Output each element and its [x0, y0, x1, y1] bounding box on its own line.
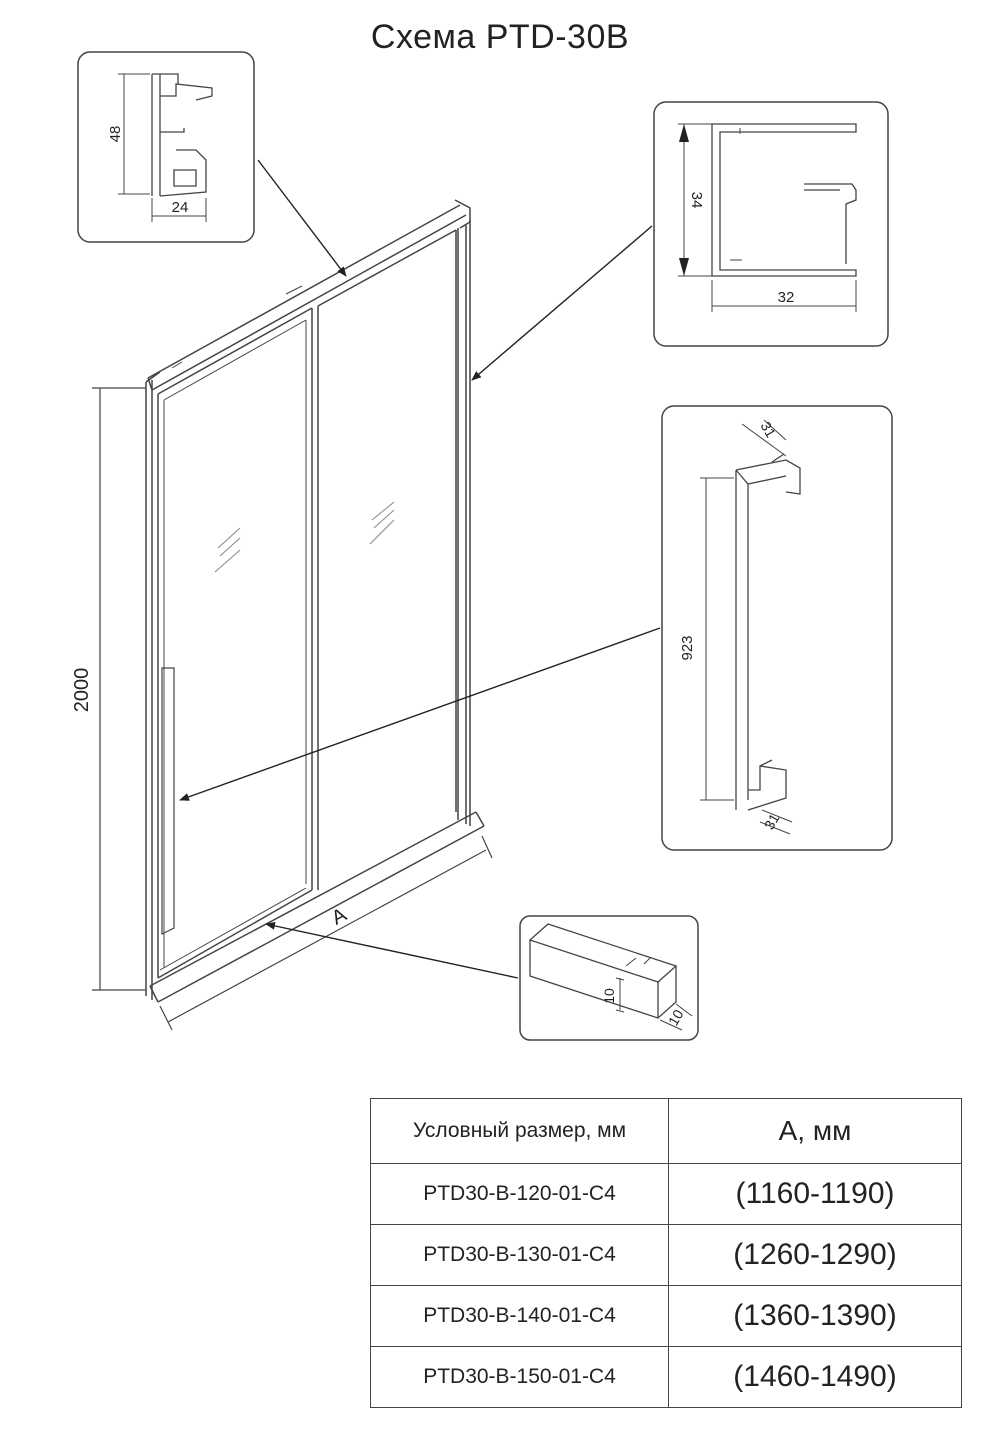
detail-box-wall-profile: [653, 101, 889, 347]
a-range-cell: (1160-1190): [668, 1163, 962, 1225]
a-range-cell: (1260-1290): [668, 1224, 962, 1286]
detail-bottom-depth: 10: [665, 1007, 687, 1029]
detail-box-bottom-seal: [519, 915, 699, 1041]
model-cell: PTD30-B-140-01-C4: [370, 1285, 669, 1347]
model-cell: PTD30-B-130-01-C4: [370, 1224, 669, 1286]
scheme-drawing: 2000 A 48 24 34 3: [71, 51, 893, 1041]
width-dimension-label: A: [328, 904, 351, 930]
width-dimension: [159, 835, 493, 1031]
table-row: PTD30-B-120-01-C4 (1160-1190): [370, 1163, 962, 1225]
callout-arrow-bottom-seal: [265, 921, 519, 979]
detail-box-top-rail: [77, 51, 255, 243]
height-dimension-label: 2000: [71, 668, 93, 713]
detail-box-handle: [661, 405, 893, 851]
callout-arrow-handle: [179, 627, 661, 801]
model-cell: PTD30-B-150-01-C4: [370, 1346, 669, 1408]
detail-top-right-width: 32: [778, 289, 795, 306]
table-row: PTD30-B-150-01-C4 (1460-1490): [370, 1346, 962, 1408]
detail-handle-bottom-size: 31: [761, 811, 783, 833]
table-header-row: Условный размер, мм А, мм: [370, 1098, 962, 1164]
detail-top-left-height: 48: [107, 126, 124, 143]
callout-arrow-wall-profile: [471, 225, 653, 381]
callout-arrow-top-rail: [257, 159, 347, 277]
a-range-cell: (1360-1390): [668, 1285, 962, 1347]
header-nominal-size: Условный размер, мм: [370, 1098, 669, 1164]
detail-top-left-width: 24: [172, 199, 189, 216]
table-row: PTD30-B-140-01-C4 (1360-1390): [370, 1285, 962, 1347]
height-dimension: [92, 387, 146, 991]
size-table: Условный размер, мм А, мм PTD30-B-120-01…: [370, 1098, 962, 1408]
header-a-size: А, мм: [668, 1098, 962, 1164]
shower-door-view: [145, 199, 485, 1003]
model-cell: PTD30-B-120-01-C4: [370, 1163, 669, 1225]
detail-handle-length: 923: [679, 635, 696, 660]
a-range-cell: (1460-1490): [668, 1346, 962, 1408]
detail-top-right-height: 34: [688, 192, 705, 209]
detail-handle-top-size: 31: [758, 419, 780, 441]
diagram-title: Схема PTD-30B: [370, 18, 630, 56]
table-row: PTD30-B-130-01-C4 (1260-1290): [370, 1224, 962, 1286]
detail-bottom-height: 10: [601, 988, 617, 1004]
